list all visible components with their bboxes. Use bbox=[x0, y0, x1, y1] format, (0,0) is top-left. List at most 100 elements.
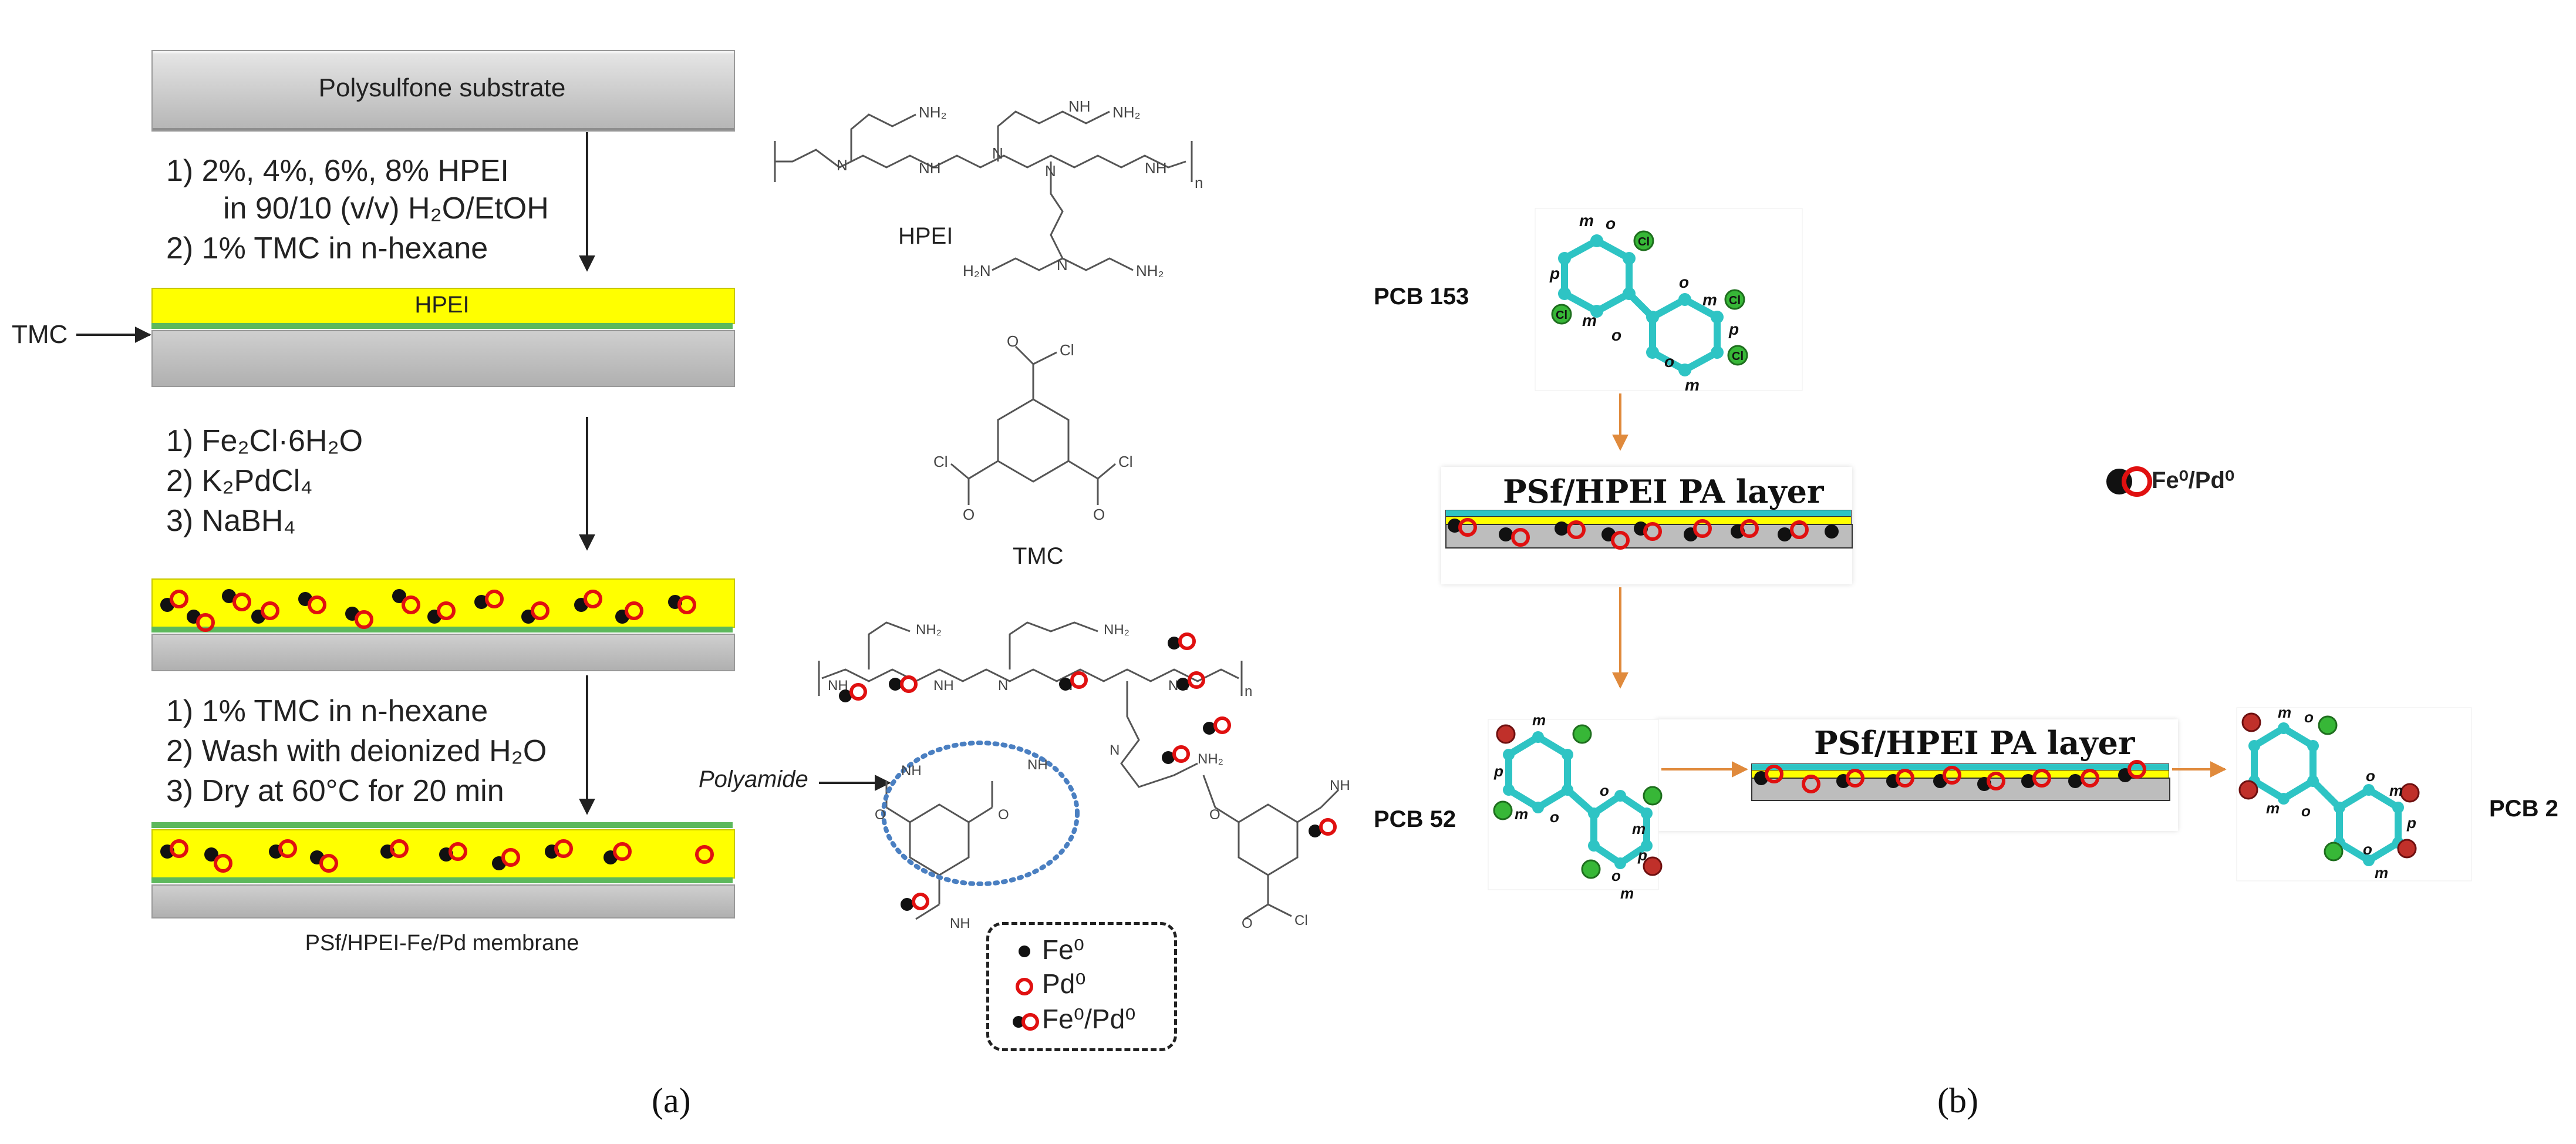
svg-text:o: o bbox=[2363, 840, 2372, 858]
pcb153-label: PCB 153 bbox=[1374, 284, 1469, 309]
tmc-structure-label: TMC bbox=[1013, 543, 1064, 569]
svg-text:o: o bbox=[2301, 802, 2311, 820]
chlorine-atom bbox=[2324, 842, 2344, 862]
svg-text:O: O bbox=[1093, 506, 1105, 523]
polysulfone-substrate-bar bbox=[151, 50, 735, 132]
hydrogen-atom bbox=[2241, 712, 2261, 732]
svg-text:o: o bbox=[1550, 808, 1559, 826]
chlorine-atom bbox=[1727, 345, 1748, 366]
legend-fe-label: Fe⁰ bbox=[1042, 934, 1085, 965]
svg-text:O: O bbox=[998, 807, 1009, 823]
svg-text:Cl: Cl bbox=[933, 453, 948, 470]
svg-text:o: o bbox=[1600, 782, 1609, 799]
step-tmc-again: 1) 1% TMC in n-hexane bbox=[166, 694, 488, 728]
svg-text:o: o bbox=[1679, 273, 1689, 291]
hpei-layer-label: HPEI bbox=[414, 292, 470, 318]
hydrogen-atom bbox=[2238, 780, 2258, 800]
hydrogen-atom bbox=[1643, 856, 1663, 876]
svg-text:NH₂: NH₂ bbox=[1136, 262, 1164, 280]
pa-layer1-particles bbox=[1448, 518, 1839, 550]
hpei-layer-stack-1 bbox=[151, 288, 735, 387]
tmc-structure bbox=[950, 345, 1116, 505]
svg-text:NH: NH bbox=[933, 678, 954, 694]
chlorine-atom bbox=[1724, 289, 1745, 310]
svg-text:O: O bbox=[963, 506, 975, 523]
legend-symbols bbox=[1013, 946, 1039, 1031]
polyamide-particles bbox=[839, 632, 1337, 911]
svg-text:O: O bbox=[1007, 332, 1019, 350]
svg-text:Cl: Cl bbox=[1638, 235, 1650, 248]
chlorine-atom bbox=[1581, 859, 1601, 879]
svg-text:Cl: Cl bbox=[1556, 309, 1567, 322]
svg-text:p: p bbox=[2406, 814, 2416, 832]
svg-text:o: o bbox=[1664, 352, 1674, 371]
svg-text:m: m bbox=[2278, 704, 2291, 721]
svg-text:n: n bbox=[1245, 684, 1252, 699]
svg-text:NH₂: NH₂ bbox=[1104, 622, 1129, 638]
chlorine-atom bbox=[1493, 800, 1513, 820]
legend-fepd-label: Fe⁰/Pd⁰ bbox=[1042, 1004, 1136, 1034]
polyamide-network bbox=[818, 621, 1340, 920]
svg-text:O: O bbox=[1242, 916, 1253, 931]
step-hpei-solvent: in 90/10 (v/v) H₂O/EtOH bbox=[223, 191, 549, 226]
legend-pd-label: Pd⁰ bbox=[1042, 968, 1086, 999]
legend-pd-symbol bbox=[1016, 978, 1033, 995]
svg-text:N: N bbox=[1045, 162, 1056, 180]
chlorine-atom bbox=[1572, 724, 1592, 744]
svg-text:m: m bbox=[1579, 211, 1594, 230]
svg-text:p: p bbox=[1549, 264, 1560, 282]
svg-text:m: m bbox=[1620, 884, 1634, 902]
hydrogen-atom bbox=[2397, 839, 2417, 859]
pa-layer-label-1: PSf/HPEI PA layer bbox=[1503, 473, 1824, 510]
legend-b-pd-symbol bbox=[2122, 466, 2152, 497]
svg-text:m: m bbox=[1685, 376, 1700, 394]
chlorine-atom bbox=[1551, 304, 1572, 325]
substrate-label: Polysulfone substrate bbox=[318, 73, 566, 102]
polyamide-dotted-ellipse bbox=[881, 741, 1080, 886]
pcb52-atoms bbox=[1493, 724, 1663, 879]
svg-text:m: m bbox=[2375, 864, 2388, 881]
hydrogen-atom bbox=[2400, 783, 2420, 803]
svg-text:o: o bbox=[2304, 708, 2314, 726]
pa-layer-label-2: PSf/HPEI PA layer bbox=[1814, 724, 2135, 762]
svg-text:m: m bbox=[1532, 711, 1546, 729]
svg-text:m: m bbox=[1632, 820, 1646, 837]
svg-text:NH: NH bbox=[1027, 757, 1048, 773]
pcb2-atoms bbox=[2238, 712, 2420, 866]
pcb153-atoms bbox=[1551, 230, 1748, 376]
step-dry: 3) Dry at 60°C for 20 min bbox=[166, 774, 504, 808]
svg-text:NH: NH bbox=[1145, 159, 1167, 177]
svg-text:N: N bbox=[998, 678, 1008, 694]
svg-text:o: o bbox=[1611, 867, 1621, 884]
svg-text:o: o bbox=[2366, 767, 2375, 785]
svg-text:Cl: Cl bbox=[1060, 341, 1074, 359]
step-hpei-concentration: 1) 2%, 4%, 6%, 8% HPEI bbox=[166, 154, 509, 188]
svg-text:H₂N: H₂N bbox=[963, 262, 991, 280]
tmc-pointer-label: TMC bbox=[12, 320, 68, 349]
hpei-structure-label: HPEI bbox=[898, 223, 953, 249]
particle-legend-box bbox=[986, 922, 1177, 1051]
svg-text:Cl: Cl bbox=[1118, 453, 1133, 470]
hpei-structure bbox=[774, 110, 1193, 271]
polyamide-label: Polyamide bbox=[699, 766, 808, 792]
step-fe-salt: 1) Fe₂Cl·6H₂O bbox=[166, 424, 363, 458]
svg-text:O: O bbox=[1209, 807, 1220, 823]
svg-text:m: m bbox=[1515, 805, 1528, 823]
svg-text:O: O bbox=[875, 807, 886, 823]
svg-text:NH₂: NH₂ bbox=[1198, 751, 1223, 767]
step-wash: 2) Wash with deionized H₂O bbox=[166, 734, 547, 768]
svg-text:NH: NH bbox=[901, 763, 922, 779]
svg-text:Cl: Cl bbox=[1294, 913, 1308, 928]
legend-fepd-symbol bbox=[1013, 1016, 1024, 1028]
chlorine-atom bbox=[1633, 230, 1654, 251]
svg-text:NH: NH bbox=[950, 916, 970, 931]
svg-text:N: N bbox=[1110, 742, 1120, 758]
svg-text:m: m bbox=[2266, 799, 2280, 817]
svg-text:N: N bbox=[992, 144, 1003, 162]
